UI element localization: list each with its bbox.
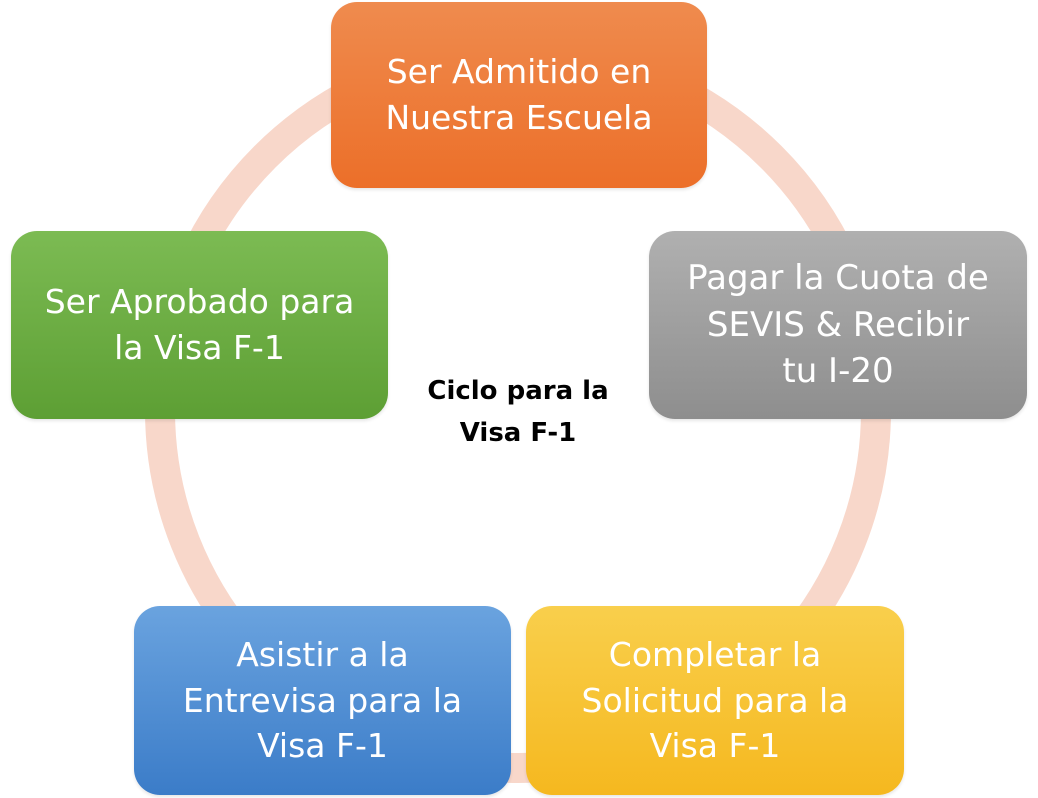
cycle-center-label: Ciclo para la Visa F-1: [427, 376, 609, 449]
step-box-ser-aprobado: Ser Aprobado para la Visa F-1: [11, 231, 388, 419]
step-box-completar-solicitud: Completar la Solicitud para la Visa F-1: [526, 606, 904, 795]
step-box-pagar-cuota-sevis: Pagar la Cuota de SEVIS & Recibir tu I-2…: [649, 231, 1027, 419]
step-box-ser-admitido: Ser Admitido en Nuestra Escuela: [331, 2, 707, 188]
step-box-asistir-entrevista: Asistir a la Entrevisa para la Visa F-1: [134, 606, 511, 795]
